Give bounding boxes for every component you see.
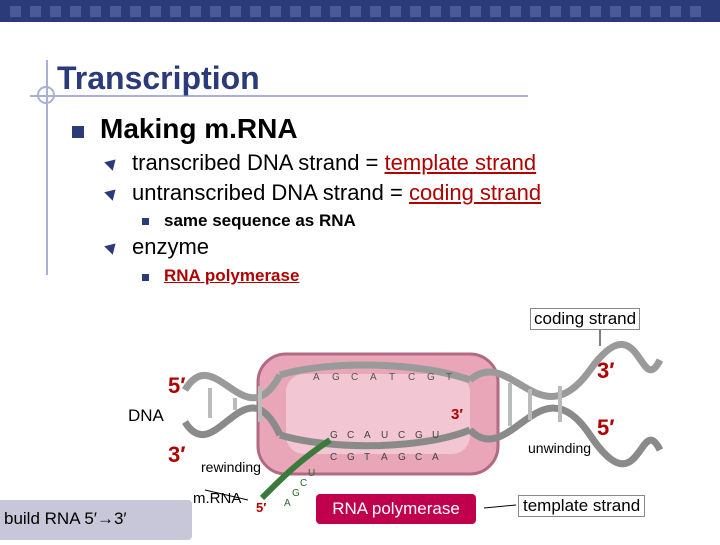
base-letter: G — [347, 452, 355, 463]
bar-square — [390, 6, 401, 17]
bar-square — [430, 6, 441, 17]
bar-square — [270, 6, 281, 17]
bullet-enzyme: enzyme — [132, 234, 209, 260]
mrna-label: m.RNA — [193, 490, 241, 507]
rna-polymerase-link[interactable]: RNA polymerase — [164, 266, 299, 286]
base-letter: C — [415, 452, 422, 463]
bar-square — [650, 6, 661, 17]
base-letter: C — [330, 452, 337, 463]
bullet-square-icon — [72, 126, 84, 138]
bar-square — [550, 6, 561, 17]
base-letter: U — [432, 430, 439, 441]
unwinding-label: unwinding — [528, 440, 591, 456]
bar-square — [110, 6, 121, 17]
three-prime-mid-label: 3′ — [451, 406, 463, 423]
bar-square — [670, 6, 681, 17]
base-letter: T — [389, 372, 395, 383]
bar-square — [350, 6, 361, 17]
build-rna-box: build RNA 5′→3′ — [0, 500, 192, 540]
base-letter: C — [408, 372, 415, 383]
base-letter: G — [292, 488, 300, 499]
bullet-diamond-icon — [104, 185, 120, 201]
bullet-diamond-icon — [104, 155, 120, 171]
bullet-coding-strand: untranscribed DNA strand = coding strand — [132, 180, 541, 206]
bar-square — [90, 6, 101, 17]
base-letter: C — [347, 430, 354, 441]
base-letter: A — [313, 372, 320, 383]
base-letter: G — [427, 372, 435, 383]
dna-label: DNA — [128, 406, 164, 426]
base-letter: A — [381, 452, 388, 463]
base-letter: G — [415, 430, 423, 441]
bar-square — [570, 6, 581, 17]
base-letter: A — [432, 452, 439, 463]
template-pointer-line — [484, 505, 516, 508]
bar-square — [210, 6, 221, 17]
base-letter: T — [446, 372, 452, 383]
bar-square — [510, 6, 521, 17]
bar-square — [610, 6, 621, 17]
bar-square — [30, 6, 41, 17]
base-letter: A — [364, 430, 371, 441]
rewinding-label: rewinding — [201, 459, 261, 475]
bullet-same-sequence: same sequence as RNA — [164, 211, 356, 231]
base-letter: A — [370, 372, 377, 383]
bar-square — [290, 6, 301, 17]
coding-strand-link[interactable]: coding strand — [409, 180, 541, 205]
template-strand-link[interactable]: template strand — [385, 150, 537, 175]
bar-square — [450, 6, 461, 17]
three-prime-left-label: 3′ — [168, 442, 186, 468]
bullet-small-square-icon — [142, 218, 149, 225]
bullet-text: transcribed DNA strand = — [132, 150, 385, 175]
bar-square — [470, 6, 481, 17]
bar-square — [50, 6, 61, 17]
base-letter: A — [284, 498, 291, 509]
bar-square — [130, 6, 141, 17]
slide-top-bar — [0, 0, 720, 22]
five-prime-left-label: 5′ — [168, 373, 186, 399]
base-letter: C — [300, 478, 307, 489]
base-letter: G — [332, 372, 340, 383]
bullet-small-square-icon — [142, 274, 149, 281]
five-prime-right-label: 5′ — [597, 415, 615, 441]
template-strand-label: template strand — [518, 495, 645, 517]
bar-square — [250, 6, 261, 17]
base-letter: C — [398, 430, 405, 441]
base-letter: G — [330, 430, 338, 441]
base-letter: U — [308, 468, 315, 479]
base-letter: C — [351, 372, 358, 383]
bar-square — [590, 6, 601, 17]
bar-square — [410, 6, 421, 17]
bar-square — [490, 6, 501, 17]
bar-square — [230, 6, 241, 17]
coding-strand-label: coding strand — [530, 308, 640, 330]
bullet-diamond-icon — [104, 239, 120, 255]
three-prime-top-label: 3′ — [597, 358, 615, 384]
bar-square — [150, 6, 161, 17]
bar-square — [190, 6, 201, 17]
bar-square — [70, 6, 81, 17]
bar-square — [330, 6, 341, 17]
five-prime-mrna-label: 5′ — [256, 500, 266, 515]
bullet-template-strand: transcribed DNA strand = template strand — [132, 150, 536, 176]
bullet-level1: Making m.RNA — [100, 113, 298, 145]
bar-square — [690, 6, 701, 17]
base-letter: G — [398, 452, 406, 463]
bar-square — [170, 6, 181, 17]
bar-square — [630, 6, 641, 17]
bar-square — [310, 6, 321, 17]
base-letter: U — [381, 430, 388, 441]
build-rna-label: build RNA 5′→3′ — [4, 509, 127, 529]
rna-polymerase-box: RNA polymerase — [316, 494, 476, 524]
bar-square — [530, 6, 541, 17]
bar-square — [370, 6, 381, 17]
bullet-text: untranscribed DNA strand = — [132, 180, 409, 205]
crosshair-ornament — [37, 86, 55, 104]
bar-square — [10, 6, 21, 17]
rna-polymerase-label: RNA polymerase — [316, 499, 476, 519]
base-letter: T — [364, 452, 370, 463]
slide-title: Transcription — [57, 60, 260, 97]
